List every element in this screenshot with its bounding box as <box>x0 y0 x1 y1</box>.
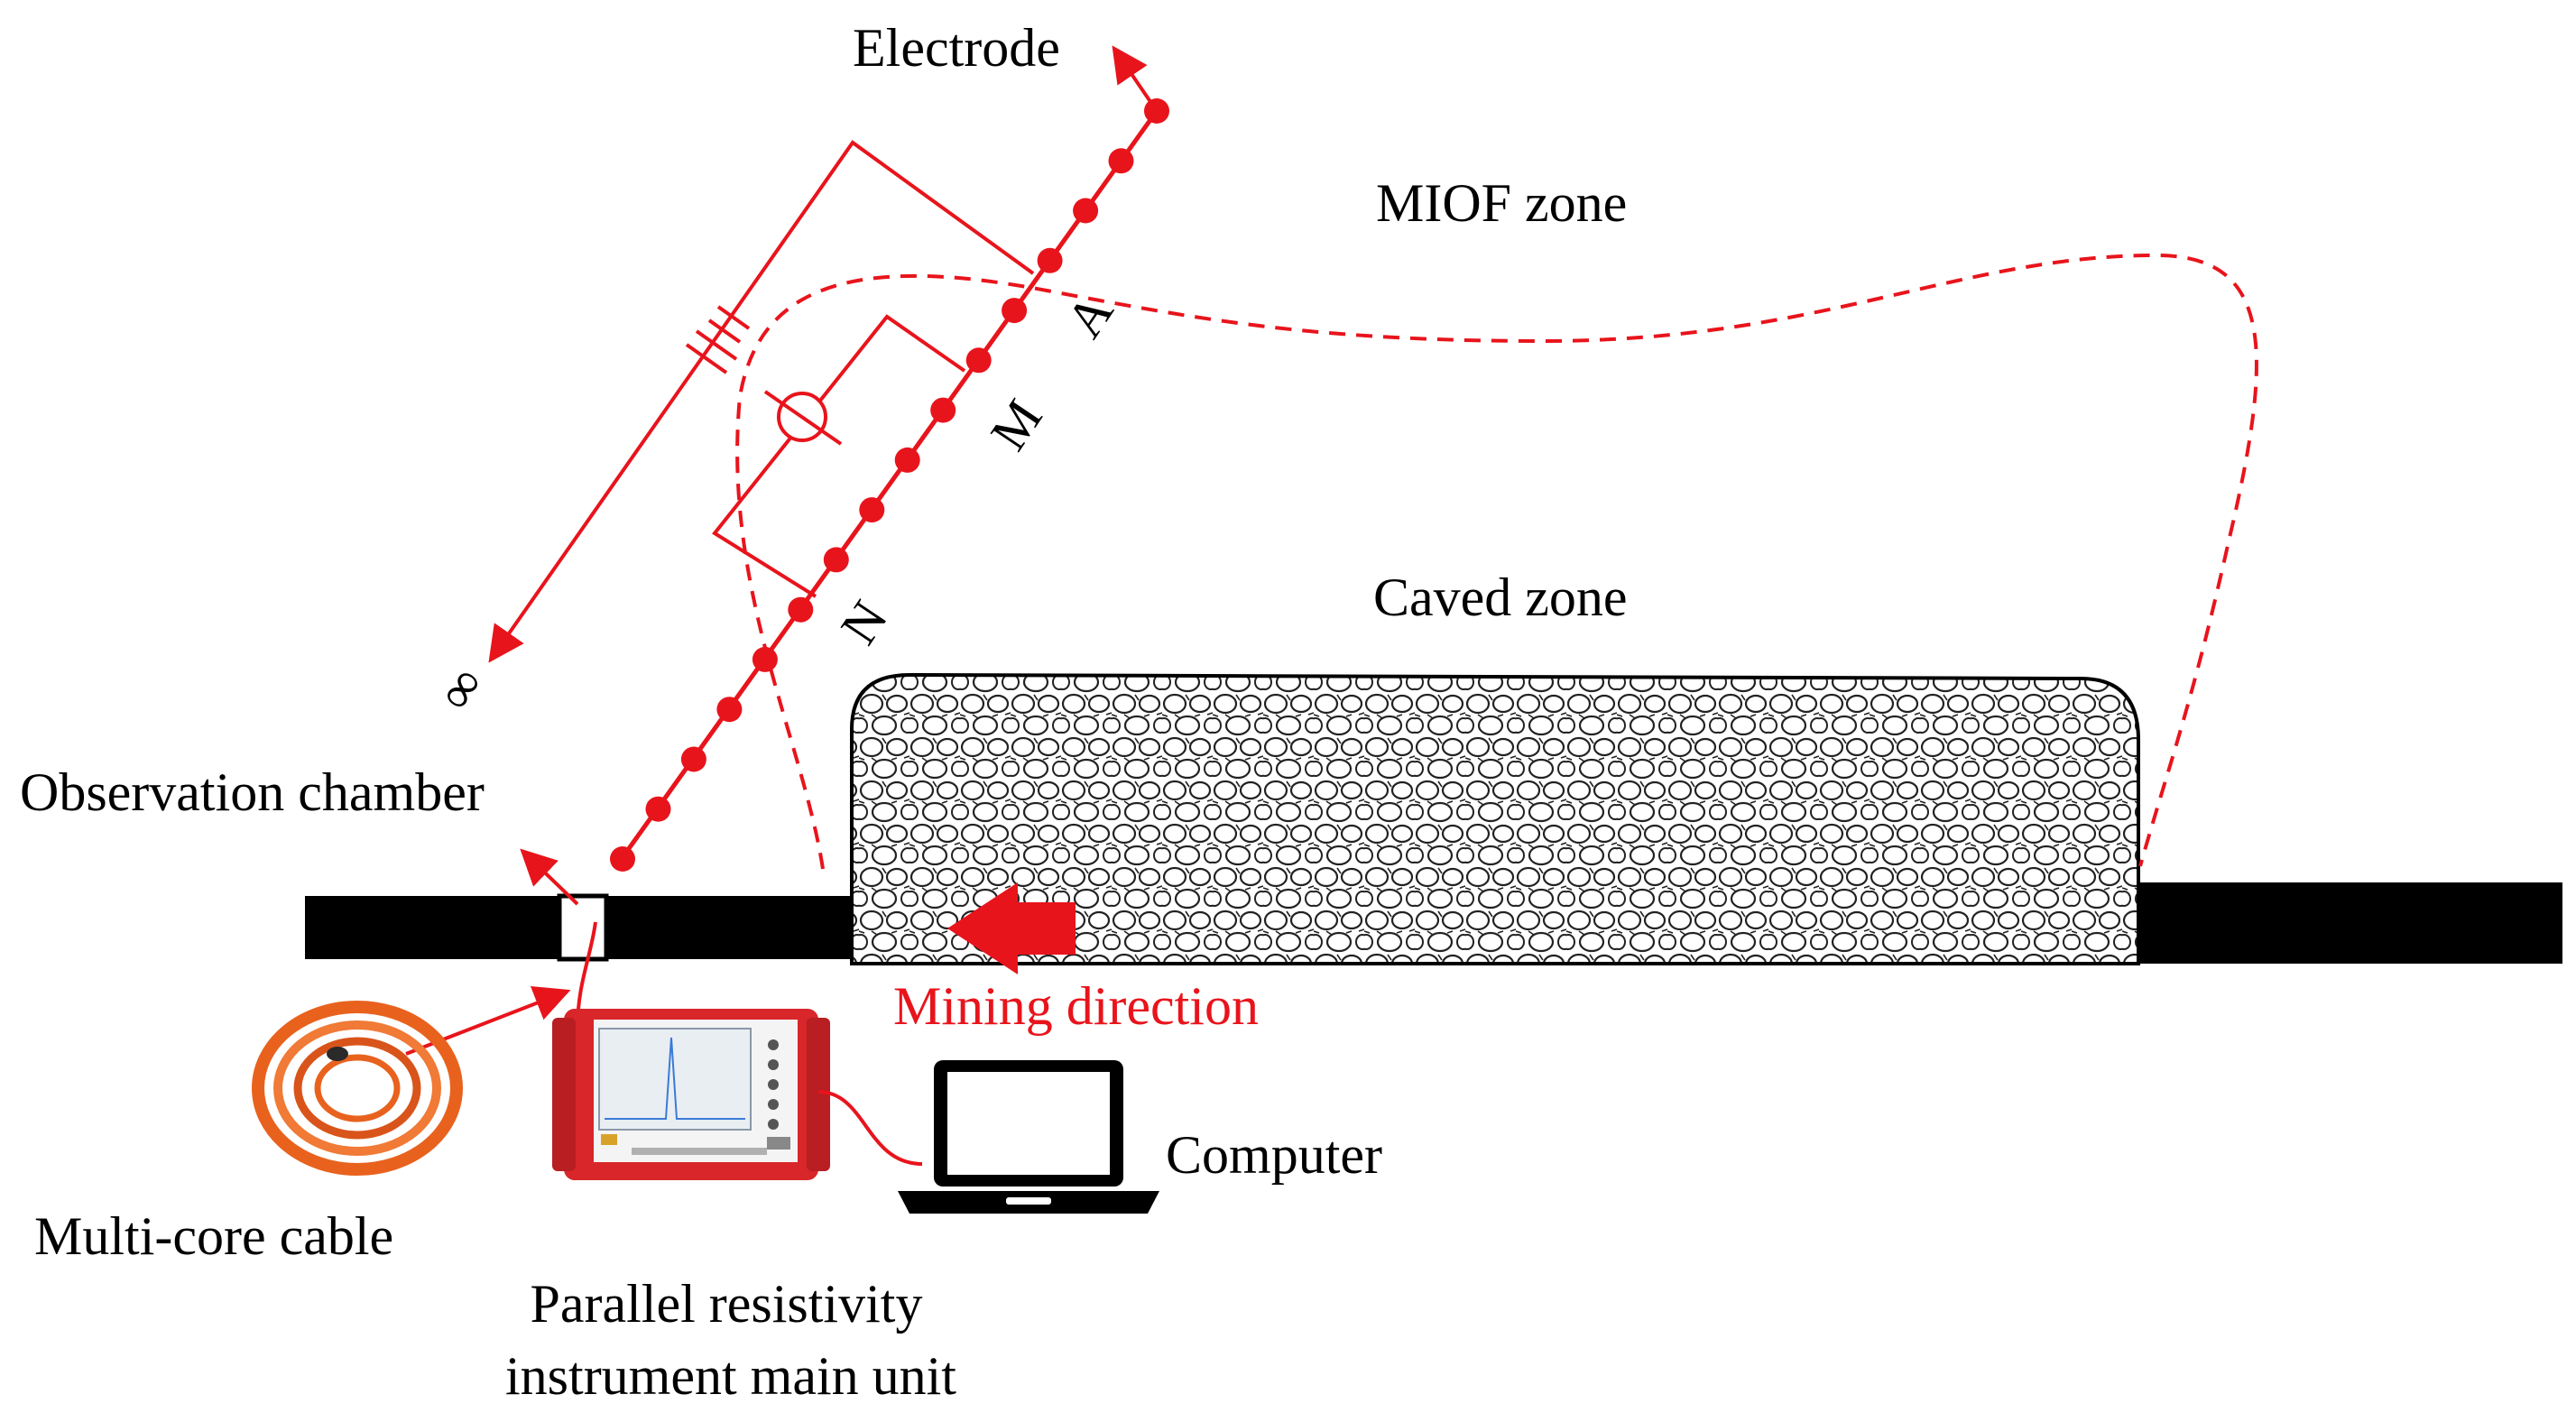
electrode-m-label: M <box>979 389 1054 460</box>
main-unit-label-line1: Parallel resistivity <box>531 1274 923 1334</box>
electrode-dot <box>788 596 814 623</box>
miof-zone-label: MIOF zone <box>1376 173 1627 233</box>
instrument-unit-icon <box>552 1009 830 1180</box>
electrode-label: Electrode <box>853 18 1060 78</box>
electrode-dot <box>752 646 778 672</box>
caved-zone-area <box>850 672 2140 965</box>
electrode-dots <box>610 98 1169 872</box>
coal-seam-left <box>305 893 852 962</box>
observation-chamber-arrow <box>520 848 579 906</box>
electrode-dot <box>1037 247 1063 273</box>
coal-seam-right <box>2138 882 2562 964</box>
electrode-dot <box>610 846 635 872</box>
current-circuit <box>488 140 1035 663</box>
electrode-dot <box>823 547 849 573</box>
infinity-label: ∞ <box>425 656 496 721</box>
computer-label: Computer <box>1166 1125 1382 1185</box>
electrode-dot <box>716 697 743 723</box>
main-unit-label-line2: instrument main unit <box>505 1346 956 1406</box>
electrode-dot <box>930 397 956 423</box>
electrode-dot <box>1108 148 1134 174</box>
caved-zone-label: Caved zone <box>1373 568 1628 627</box>
computer-cable <box>817 1090 923 1166</box>
observation-chamber-label: Observation chamber <box>20 762 485 822</box>
electrode-dot <box>680 746 706 772</box>
electrode-dot <box>965 347 992 374</box>
laptop-icon <box>898 1060 1159 1214</box>
electrode-dot <box>1144 98 1169 124</box>
electrode-dot <box>859 497 885 523</box>
electrode-dot <box>1073 198 1099 224</box>
multi-core-cable-arrow <box>405 985 571 1056</box>
electrode-dot <box>1002 298 1028 324</box>
multi-core-cable-label: Multi-core cable <box>34 1206 393 1266</box>
electrode-n-label: N <box>829 590 899 654</box>
battery-symbol-icon <box>685 305 751 374</box>
voltmeter-symbol-icon <box>763 390 843 446</box>
mining-direction-label: Mining direction <box>893 976 1259 1036</box>
electrode-dot <box>645 796 671 822</box>
mining-direction-arrow <box>947 882 1076 974</box>
electrode-dot <box>894 447 920 473</box>
cable-coil-icon <box>252 1001 463 1176</box>
